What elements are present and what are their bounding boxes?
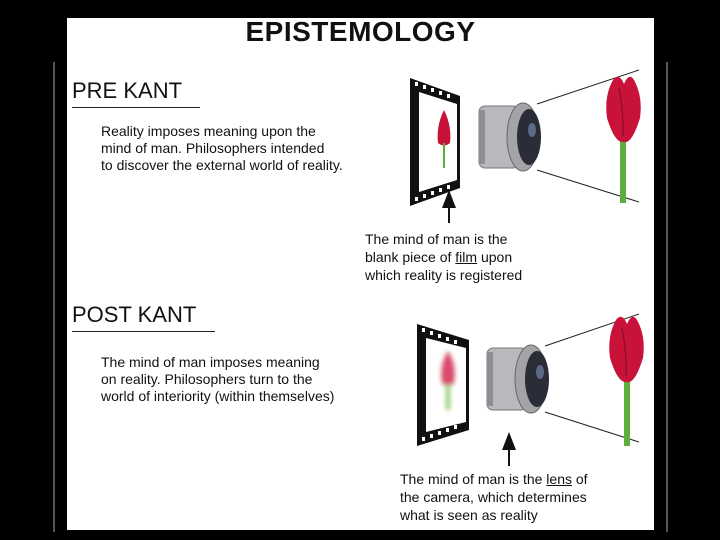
right-edge-line (666, 62, 668, 532)
post-kant-illustration (67, 18, 654, 530)
tulip-icon (609, 317, 644, 446)
arrow-up-icon (502, 432, 516, 466)
left-edge-line (53, 62, 55, 532)
post-kant-caption: The mind of man is the lens of the camer… (400, 470, 588, 524)
camera-lens-icon (487, 345, 549, 413)
lens-word: lens (546, 471, 572, 487)
post-kant-caption-line: The mind of man is the lens of (400, 470, 588, 488)
caption-text: of (572, 471, 588, 487)
post-kant-caption-line: what is seen as reality (400, 506, 588, 524)
film-strip-icon (417, 324, 469, 446)
post-kant-caption-line: the camera, which determines (400, 488, 588, 506)
caption-text: The mind of man is the (400, 471, 546, 487)
slide: EPISTEMOLOGY PRE KANT Reality imposes me… (67, 18, 654, 530)
